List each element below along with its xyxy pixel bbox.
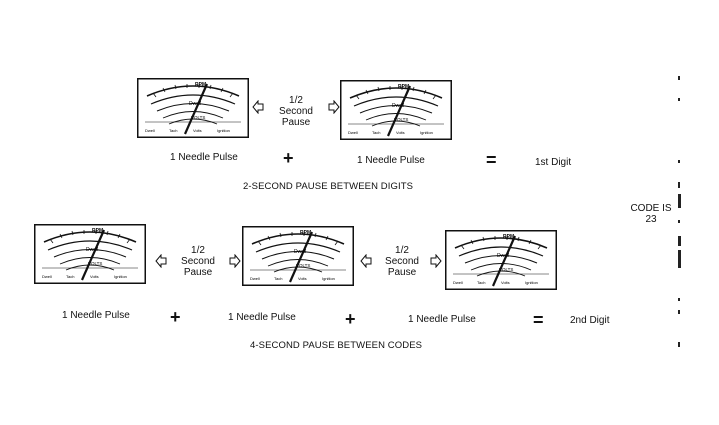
meter-scale-label: Tach xyxy=(274,276,282,281)
meter-rpm-label: RPM xyxy=(92,228,103,234)
pause-line: Pause xyxy=(183,267,213,278)
arrow-right-icon xyxy=(229,253,241,269)
meter-needle xyxy=(386,85,412,137)
meter-scale-label: Tach xyxy=(169,128,177,133)
pause-line: Pause xyxy=(281,117,311,128)
meter-scale-label: Ignition xyxy=(217,128,230,133)
pause-line: 1/2 xyxy=(289,95,303,106)
caption-codes: 4-SECOND PAUSE BETWEEN CODES xyxy=(250,340,423,351)
meter-rpm-label: RPM xyxy=(503,234,514,240)
meter-scale-label: Volts xyxy=(298,276,307,281)
arrow-left-icon xyxy=(252,99,264,115)
pause-line: Second xyxy=(181,256,215,267)
meter-dwell-label: Dwell xyxy=(392,103,404,109)
meter-scale-label: Dwell xyxy=(453,280,463,285)
meter-scale-label: Ignition xyxy=(322,276,335,281)
needle-pulse-label: 1 Needle Pulse xyxy=(62,310,130,321)
meter-needle xyxy=(491,235,517,287)
tach-meter-1: RPM Dwell VOLTS Dwell Tach Volts Ignitio… xyxy=(137,78,249,138)
pause-label: 1/2 Second Pause xyxy=(367,245,437,278)
meter-scale-label: Ignition xyxy=(420,130,433,135)
meter-dwell-label: Dwell xyxy=(497,253,509,259)
equals-sign: = xyxy=(486,150,497,170)
meter-scale-label: Dwell xyxy=(145,128,155,133)
pause-label: 1/2 Second Pause xyxy=(163,245,233,278)
meter-scale-label: Volts xyxy=(396,130,405,135)
meter-dwell-label: Dwell xyxy=(294,249,306,255)
meter-scale-label: Tach xyxy=(66,274,74,279)
meter-face: RPM Dwell VOLTS Dwell Tach Volts Ignitio… xyxy=(242,226,354,286)
meter-volts-label: VOLTS xyxy=(88,261,102,266)
meter-volts-label: VOLTS xyxy=(296,263,310,268)
pause-line: 1/2 xyxy=(395,245,409,256)
caption-digits: 2-SECOND PAUSE BETWEEN DIGITS xyxy=(243,181,414,192)
meter-scale-label: Volts xyxy=(90,274,99,279)
meter-face: RPM Dwell VOLTS Dwell Tach Volts Ignitio… xyxy=(445,230,557,290)
meter-scale-label: Tach xyxy=(477,280,485,285)
meter-volts-label: VOLTS xyxy=(499,267,513,272)
arrow-right-icon xyxy=(328,99,340,115)
plus-sign: + xyxy=(345,309,356,329)
pause-label: 1/2 Second Pause xyxy=(261,95,331,128)
meter-face: RPM Dwell VOLTS Dwell Tach Volts Ignitio… xyxy=(137,78,249,138)
pause-line: 1/2 xyxy=(191,245,205,256)
pause-line: Second xyxy=(385,256,419,267)
plus-sign: + xyxy=(283,148,294,168)
needle-pulse-label: 1 Needle Pulse xyxy=(357,155,425,166)
meter-scale-label: Dwell xyxy=(348,130,358,135)
meter-rpm-label: RPM xyxy=(398,84,409,90)
arrow-left-icon xyxy=(360,253,372,269)
meter-volts-label: VOLTS xyxy=(191,115,205,120)
needle-pulse-label: 1 Needle Pulse xyxy=(170,152,238,163)
meter-scale-label: Dwell xyxy=(250,276,260,281)
meter-dwell-label: Dwell xyxy=(86,247,98,253)
needle-pulse-label: 1 Needle Pulse xyxy=(408,314,476,325)
meter-needle xyxy=(80,229,106,281)
meter-face: RPM Dwell VOLTS Dwell Tach Volts Ignitio… xyxy=(340,80,452,140)
meter-needle xyxy=(288,231,314,283)
pause-line: Pause xyxy=(387,267,417,278)
meter-rpm-label: RPM xyxy=(195,82,206,88)
equals-sign: = xyxy=(533,310,544,330)
meter-volts-label: VOLTS xyxy=(394,117,408,122)
arrow-left-icon xyxy=(155,253,167,269)
meter-dwell-label: Dwell xyxy=(189,101,201,107)
meter-scale-label: Ignition xyxy=(525,280,538,285)
result-label: 2nd Digit xyxy=(570,315,610,326)
needle-pulse-label: 1 Needle Pulse xyxy=(228,312,296,323)
code-line-2: 23 xyxy=(645,214,657,225)
tach-meter-3: RPM Dwell VOLTS Dwell Tach Volts Ignitio… xyxy=(34,224,146,284)
meter-scale-label: Dwell xyxy=(42,274,52,279)
arrow-right-icon xyxy=(430,253,442,269)
tach-meter-5: RPM Dwell VOLTS Dwell Tach Volts Ignitio… xyxy=(445,230,557,290)
meter-scale-label: Ignition xyxy=(114,274,127,279)
scan-edge-marks xyxy=(678,76,681,347)
meter-rpm-label: RPM xyxy=(300,230,311,236)
meter-scale-label: Tach xyxy=(372,130,380,135)
tach-meter-2: RPM Dwell VOLTS Dwell Tach Volts Ignitio… xyxy=(340,80,452,140)
pause-line: Second xyxy=(279,106,313,117)
code-line-1: CODE IS xyxy=(630,203,672,214)
meter-scale-label: Volts xyxy=(193,128,202,133)
plus-sign: + xyxy=(170,307,181,327)
meter-face: RPM Dwell VOLTS Dwell Tach Volts Ignitio… xyxy=(34,224,146,284)
result-label: 1st Digit xyxy=(535,157,572,168)
meter-needle xyxy=(183,83,209,135)
meter-scale-label: Volts xyxy=(501,280,510,285)
code-label: CODE IS 23 xyxy=(624,203,678,225)
tach-meter-4: RPM Dwell VOLTS Dwell Tach Volts Ignitio… xyxy=(242,226,354,286)
